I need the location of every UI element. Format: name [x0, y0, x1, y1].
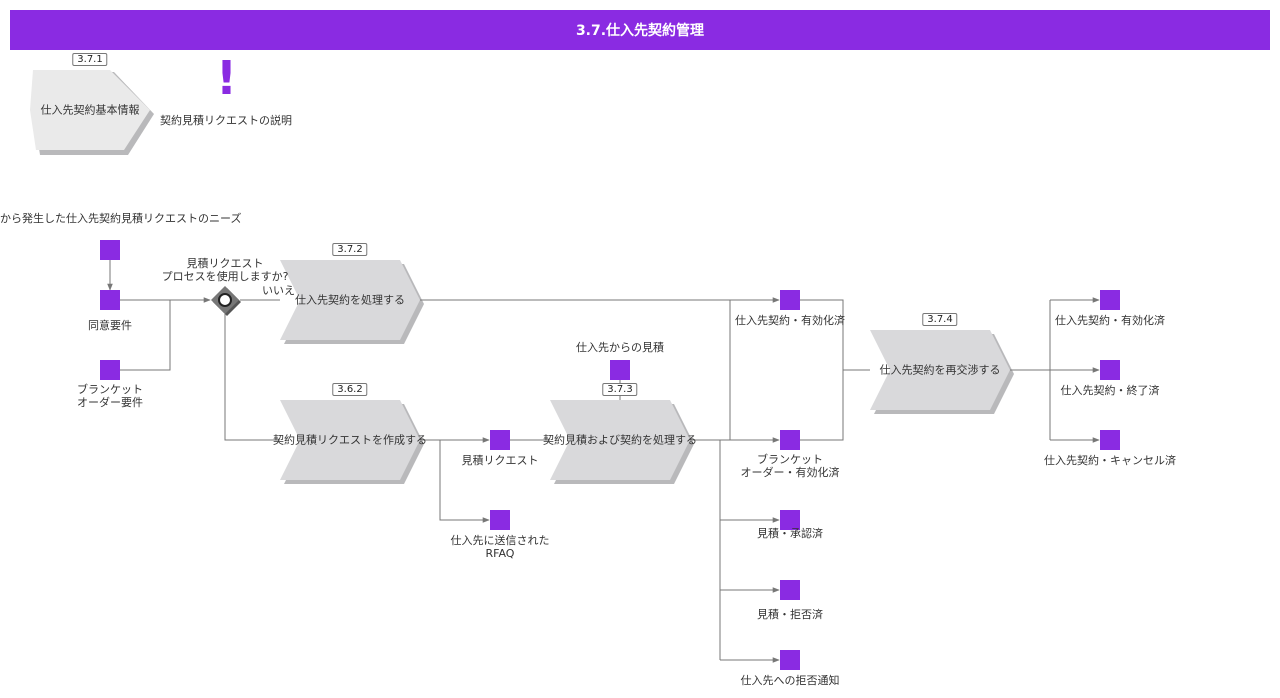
process-contract-badge: 3.7.2 — [332, 243, 368, 256]
reject-notice-label: 仕入先への拒否通知 — [740, 674, 840, 687]
gateway-question-label: 見積リクエスト プロセスを使用しますか? — [161, 257, 289, 283]
vendor-quote-object[interactable] — [610, 360, 630, 380]
connector — [224, 314, 280, 441]
start-event-label: から発生した仕入先契約見積リクエストのニーズ — [0, 212, 242, 225]
quote-approved-label: 見積・承認済 — [757, 527, 823, 540]
create-rfq-badge: 3.6.2 — [332, 383, 368, 396]
blanket-req-label: ブランケット オーダー要件 — [77, 383, 143, 409]
create-rfq-label: 契約見積リクエストを作成する — [273, 433, 427, 447]
rfq-object[interactable] — [490, 430, 510, 450]
connector — [120, 300, 171, 371]
process-quote-shape[interactable] — [550, 400, 694, 484]
create-rfq-shape[interactable] — [280, 400, 424, 484]
note-label: 契約見積リクエストの説明 — [160, 114, 292, 127]
vendor-quote-label: 仕入先からの見積 — [576, 341, 664, 354]
xor-gateway-icon[interactable] — [211, 286, 241, 316]
page-title: 3.7.仕入先契約管理 — [10, 10, 1270, 50]
renegotiate-badge: 3.7.4 — [922, 313, 958, 326]
agree-req-object[interactable] — [100, 290, 120, 310]
quote-rejected-object[interactable] — [780, 580, 800, 600]
basic-info-hexagon[interactable] — [30, 70, 154, 155]
out-active-label: 仕入先契約・有効化済 — [1055, 314, 1165, 327]
out-active-object[interactable] — [1100, 290, 1120, 310]
out-cancelled-object[interactable] — [1100, 430, 1120, 450]
blanket-req-object[interactable] — [100, 360, 120, 380]
contract-active-object[interactable] — [780, 290, 800, 310]
basic-info-label: 仕入先契約基本情報 — [40, 103, 140, 117]
gateway-no-label: いいえ — [262, 284, 295, 297]
quote-approved-object[interactable] — [780, 510, 800, 530]
rfq-sent-object[interactable] — [490, 510, 510, 530]
process-quote-label: 契約見積および契約を処理する — [543, 433, 697, 447]
renegotiate-shape[interactable] — [870, 330, 1014, 414]
quote-rejected-label: 見積・拒否済 — [757, 608, 823, 621]
agree-req-label: 同意要件 — [88, 319, 132, 332]
start-event-object[interactable] — [100, 240, 120, 260]
process-quote-badge: 3.7.3 — [602, 383, 638, 396]
out-ended-label: 仕入先契約・終了済 — [1060, 384, 1160, 397]
exclamation-icon[interactable]: ! — [216, 51, 237, 105]
rfq-sent-label: 仕入先に送信された RFAQ — [450, 534, 550, 560]
process-contract-label: 仕入先契約を処理する — [295, 293, 405, 307]
reject-notice-object[interactable] — [780, 650, 800, 670]
process-contract-shape[interactable] — [280, 260, 424, 344]
basic-info-badge: 3.7.1 — [72, 53, 108, 66]
blanket-active-label: ブランケット オーダー・有効化済 — [740, 453, 840, 479]
connector — [439, 440, 490, 523]
rfq-label: 見積リクエスト — [461, 454, 539, 467]
contract-active-label: 仕入先契約・有効化済 — [735, 314, 845, 327]
renegotiate-label: 仕入先契約を再交渉する — [879, 363, 1001, 377]
out-ended-object[interactable] — [1100, 360, 1120, 380]
out-cancelled-label: 仕入先契約・キャンセル済 — [1044, 454, 1176, 467]
blanket-active-object[interactable] — [780, 430, 800, 450]
